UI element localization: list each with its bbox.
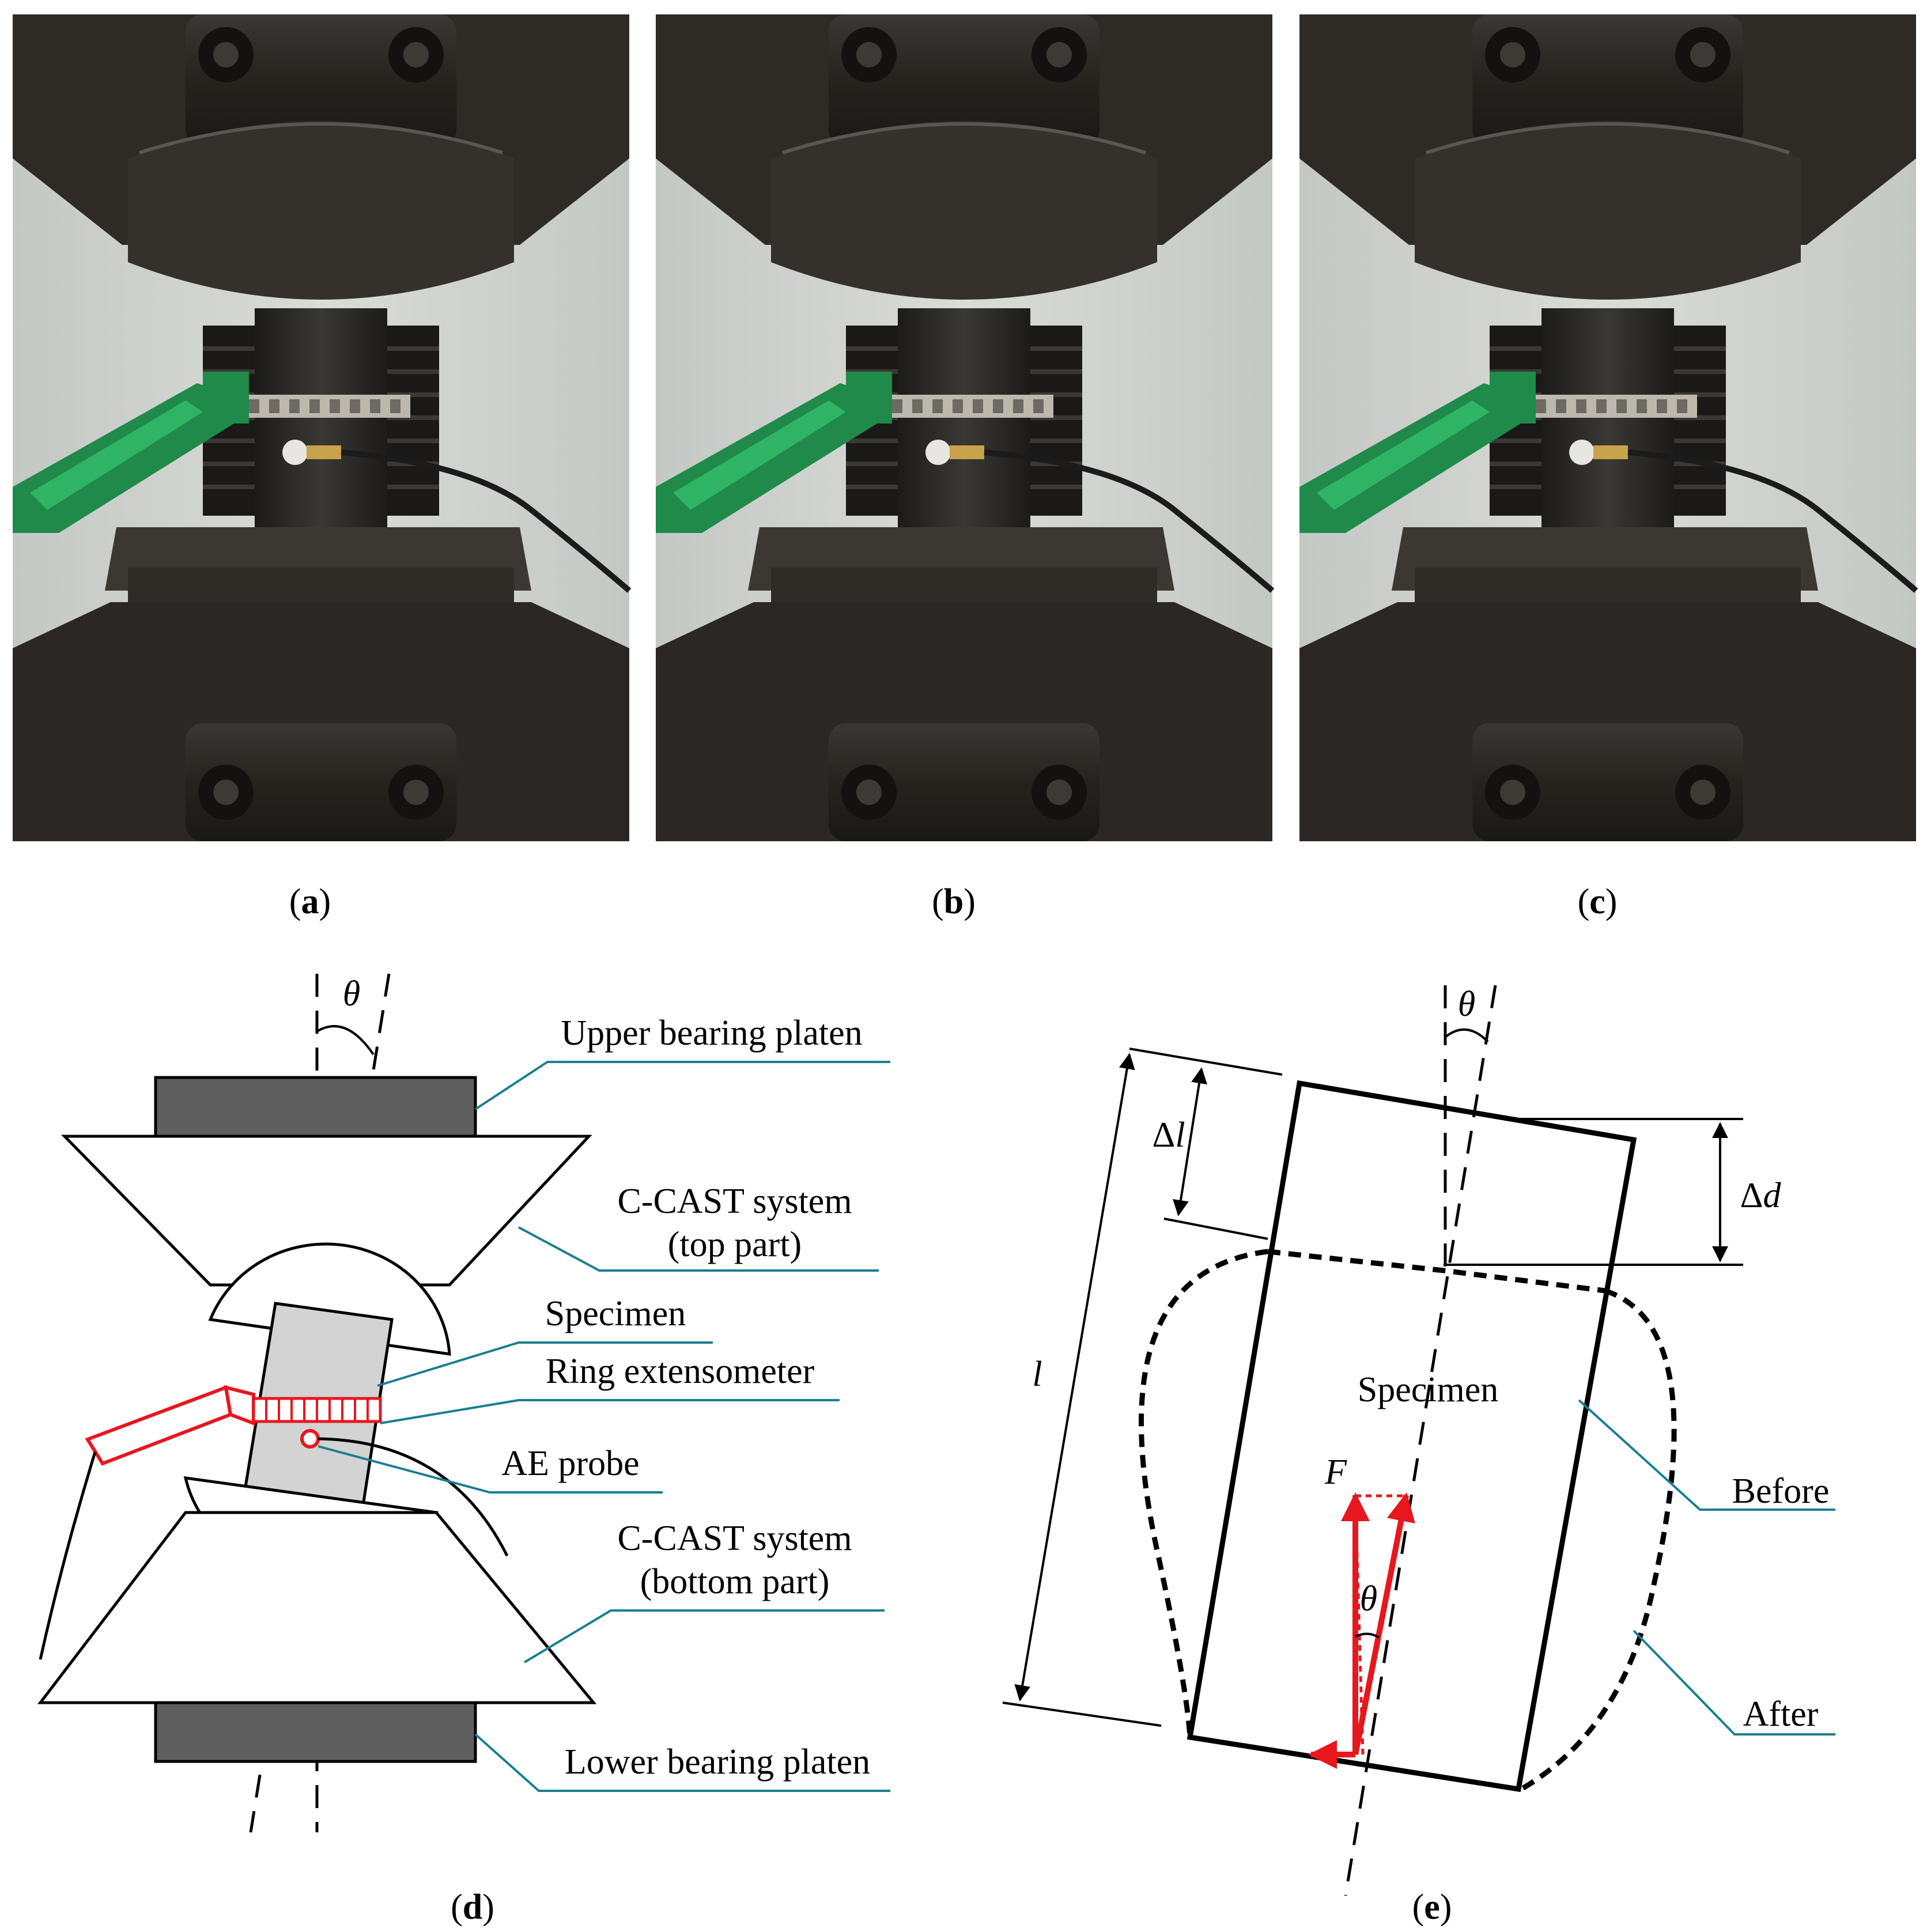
label-after: After (1743, 1695, 1819, 1734)
diagram-e: θ l Δl Δd Specimen F θ (1002, 985, 1835, 1896)
caption-b: (b) (932, 882, 976, 921)
label-ccast-top-2: (top part) (668, 1225, 802, 1264)
ae-probe-cable (318, 1437, 509, 1557)
label-upper-bearing-platen: Upper bearing platen (561, 1014, 862, 1053)
delta-l-dimension (1173, 1067, 1207, 1216)
after-outline-right (1520, 1288, 1677, 1791)
F-label: F (1324, 1453, 1347, 1492)
force-resultant (1352, 1492, 1415, 1755)
label-specimen-e: Specimen (1358, 1370, 1499, 1409)
before-specimen (1187, 1080, 1637, 1793)
photo-b (656, 14, 1272, 841)
caption-d: (d) (451, 1888, 494, 1927)
theta-arc-e (1444, 1028, 1489, 1043)
leader-lines-e (1578, 1399, 1835, 1736)
photo-c (1299, 14, 1916, 841)
caption-a: (a) (289, 882, 331, 921)
theta-label-e: θ (1458, 985, 1475, 1024)
delta-l-label: Δl (1152, 1116, 1185, 1155)
l-extension-bottom (1002, 1702, 1162, 1727)
diagram-d: θ (37, 973, 890, 1833)
l-dimension (1014, 1053, 1135, 1702)
label-ccast-top-1: C-CAST system (617, 1182, 852, 1221)
theta-arc-force (1355, 1632, 1380, 1639)
upper-bearing-platen (154, 1076, 477, 1138)
extensometer-hinge (224, 1385, 255, 1426)
ccast-bottom-frame (37, 1511, 597, 1704)
theta-label-d: θ (343, 974, 360, 1014)
caption-e: (e) (1412, 1888, 1452, 1927)
label-lower-bearing-platen: Lower bearing platen (565, 1742, 870, 1782)
photo-a (13, 14, 629, 841)
theta-arc (316, 1025, 375, 1056)
lower-bearing-platen (154, 1701, 477, 1763)
label-ae-probe: AE probe (501, 1444, 639, 1483)
leader-lines-d (318, 1061, 890, 1792)
label-before: Before (1732, 1472, 1830, 1511)
label-specimen-d: Specimen (545, 1294, 686, 1333)
extensometer-arm (85, 1385, 233, 1466)
delta-l-extension (1163, 1218, 1268, 1240)
label-ring-extensometer: Ring extensometer (546, 1352, 815, 1391)
l-label: l (1032, 1355, 1042, 1394)
l-extension-top (1129, 1048, 1283, 1076)
extensometer-cable (39, 1451, 97, 1660)
ring-extensometer-links (265, 1398, 369, 1421)
tilted-axis-e (1344, 985, 1497, 1896)
label-ccast-bottom-2: (bottom part) (640, 1562, 830, 1601)
ccast-top-frame (61, 1135, 592, 1287)
theta-label-force: θ (1360, 1579, 1377, 1619)
after-outline-top (1267, 1249, 1605, 1294)
ae-probe (300, 1429, 320, 1449)
label-ccast-bottom-1: C-CAST system (617, 1519, 852, 1558)
after-outline-left (1139, 1249, 1268, 1738)
caption-c: (c) (1578, 882, 1618, 921)
delta-d-label: Δd (1740, 1176, 1782, 1215)
